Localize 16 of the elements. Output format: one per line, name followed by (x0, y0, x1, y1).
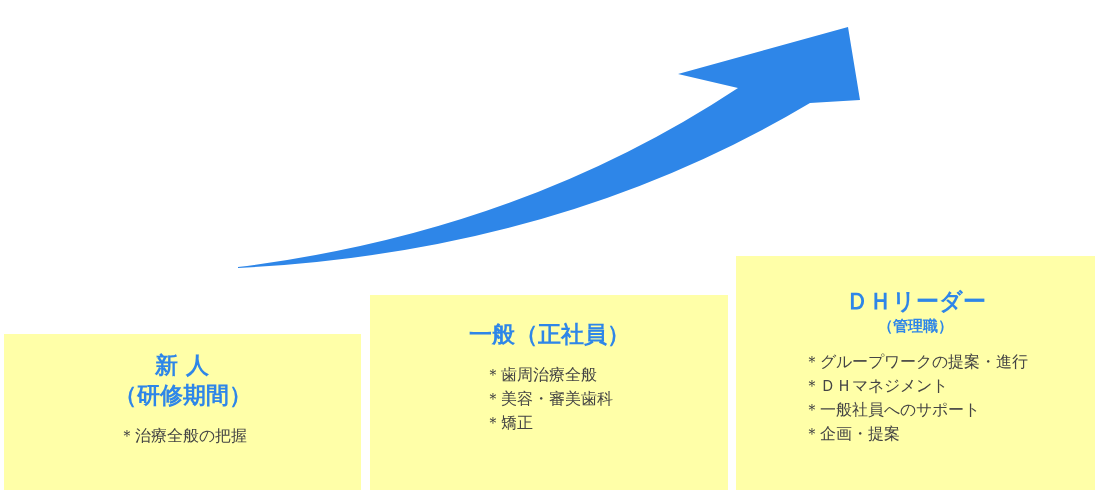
stage-title: ＤＨリーダー (845, 287, 986, 316)
task-item: ＊企画・提案 (803, 423, 900, 445)
stage-title: 一般（正社員） (468, 320, 630, 349)
stage-box (370, 295, 728, 490)
task-item: ＊治療全般の把握 (118, 425, 247, 447)
task-item: ＊美容・審美歯科 (485, 388, 613, 410)
task-item: ＊歯周治療全般 (485, 364, 597, 386)
task-item: ＊一般社員へのサポート (803, 399, 980, 421)
stage-box (4, 334, 361, 490)
task-item: ＊矯正 (485, 412, 533, 434)
stage-box (736, 256, 1095, 490)
stage-subtitle: （管理職） (878, 316, 953, 336)
stage-subtitle: （研修期間） (113, 381, 252, 410)
stage-title: 新 人 (155, 351, 210, 380)
task-item: ＊グループワークの提案・進行 (803, 351, 1028, 373)
task-item: ＊ＤＨマネジメント (803, 375, 948, 397)
